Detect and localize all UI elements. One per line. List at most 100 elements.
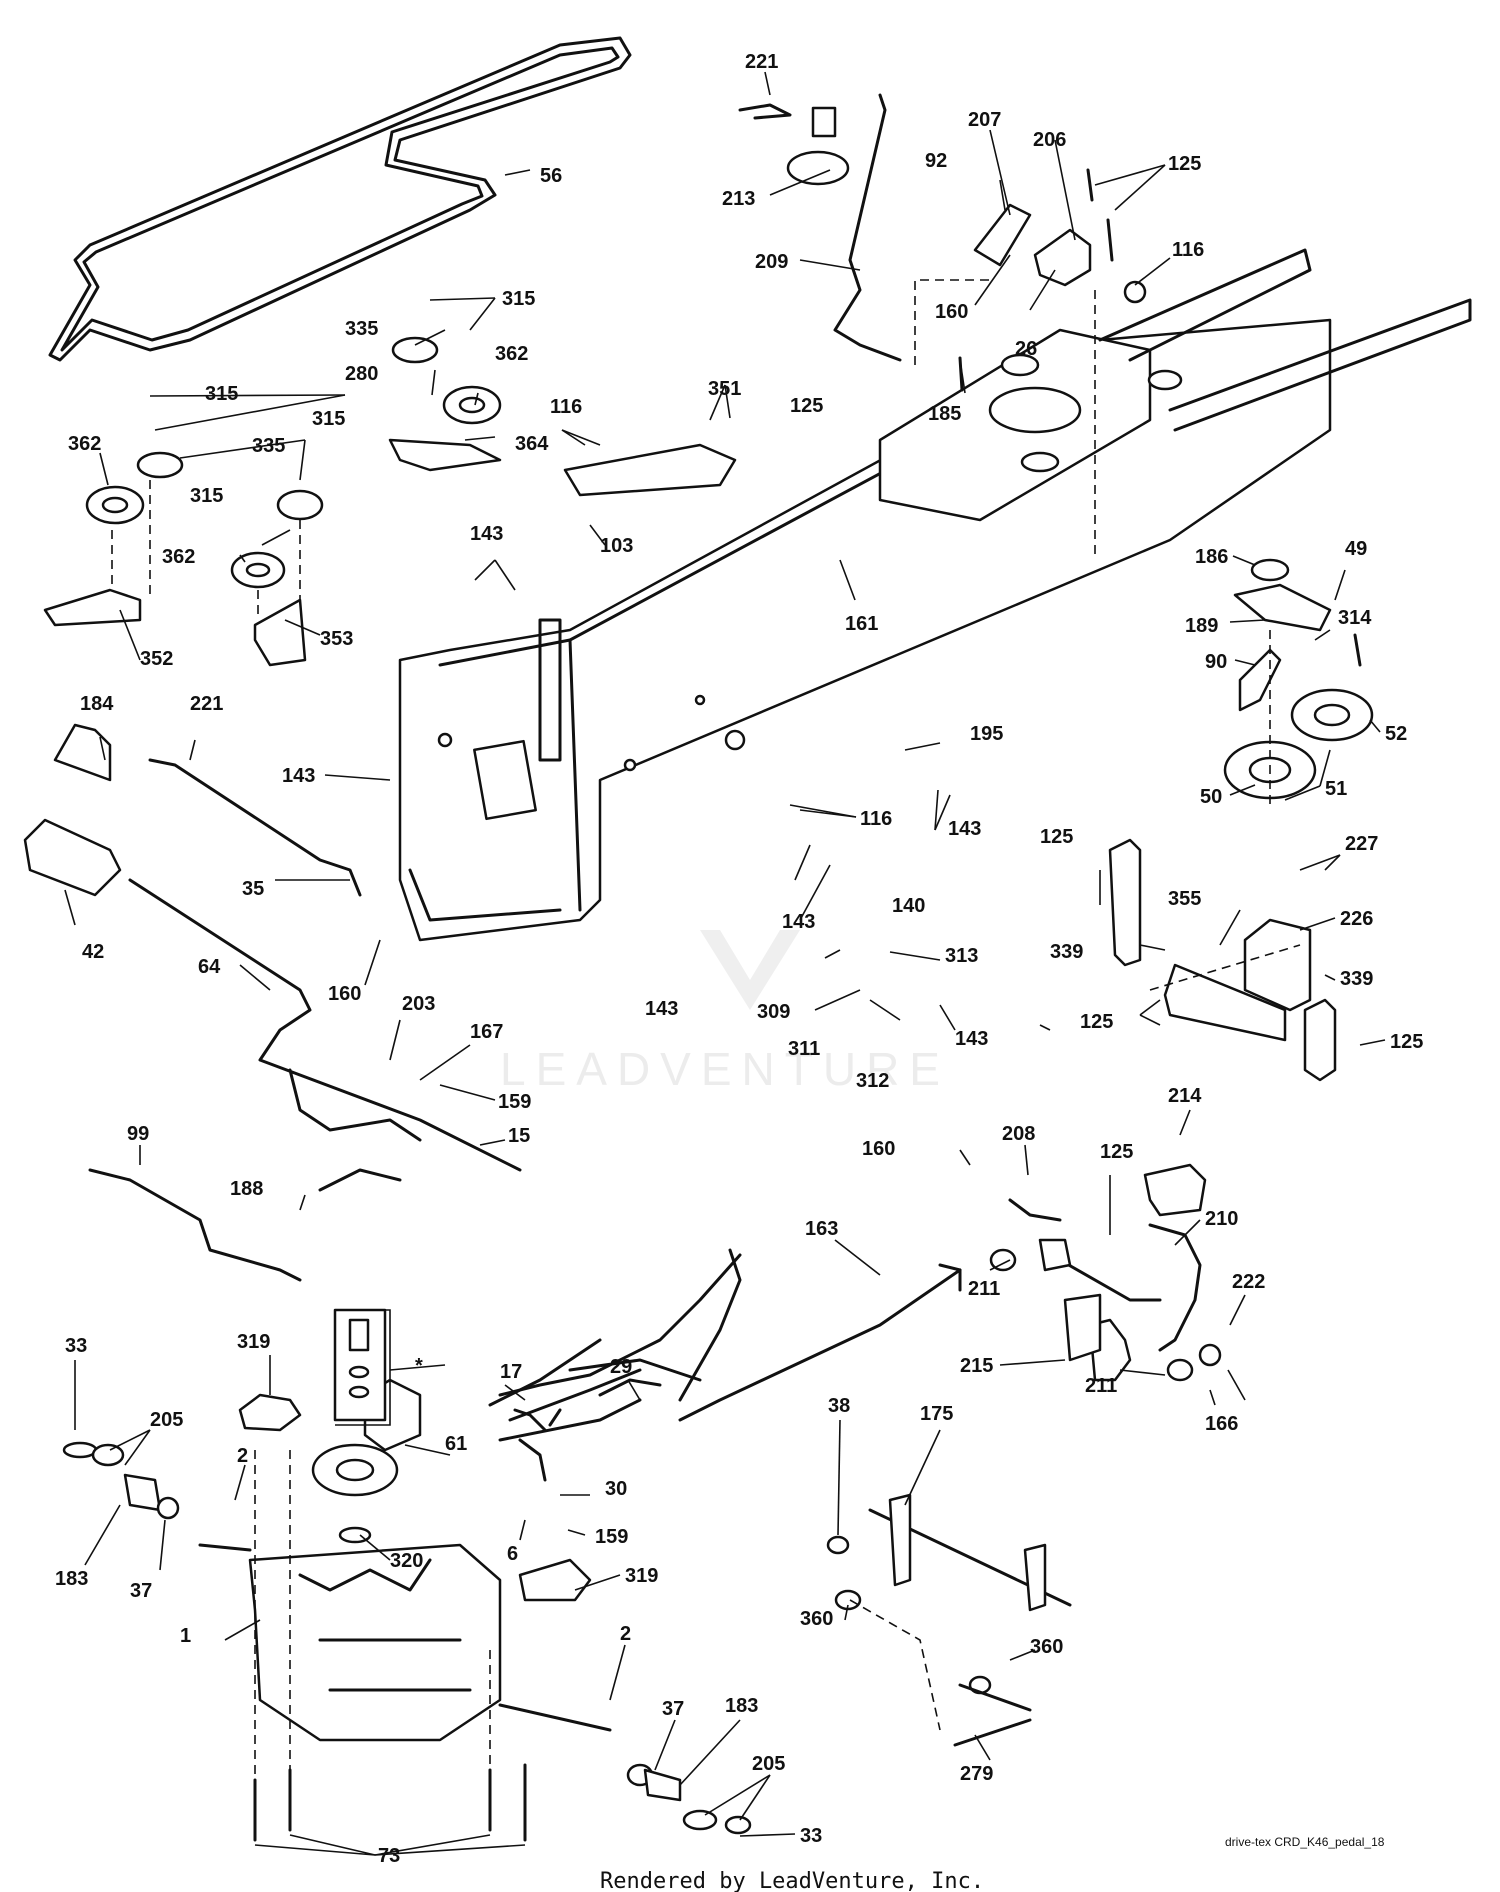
callout-label: 360 <box>800 1608 833 1630</box>
callout-label: 211 <box>968 1278 1000 1300</box>
callout-label: 42 <box>82 941 104 963</box>
callout-label: 125 <box>1168 153 1201 175</box>
callout-label: 103 <box>600 535 633 557</box>
callout-label: 29 <box>610 1356 632 1378</box>
callout-label: 319 <box>237 1331 270 1353</box>
callout-label: 227 <box>1345 833 1378 855</box>
callout-label: 351 <box>708 378 741 400</box>
watermark-logo-icon <box>700 930 800 1010</box>
callout-label: 195 <box>970 723 1003 745</box>
callout-label: 52 <box>1385 723 1407 745</box>
top-linkage <box>738 93 1147 560</box>
idler-pulleys-left <box>43 336 737 667</box>
callout-label: 339 <box>1050 941 1083 963</box>
callout-label: 214 <box>1168 1085 1202 1107</box>
callout-label: 209 <box>755 251 788 273</box>
callout-label: 143 <box>645 998 678 1020</box>
callout-label: 221 <box>190 693 223 715</box>
callout-label: 140 <box>892 895 925 917</box>
pedal-assembly <box>678 1163 1222 1422</box>
callout-label: 362 <box>162 546 195 568</box>
callout-label: 51 <box>1325 778 1347 800</box>
callout-label: 221 <box>745 51 778 73</box>
callout-label: 208 <box>1002 1123 1035 1145</box>
callout-label: 309 <box>757 1001 790 1023</box>
callout-label: 315 <box>205 383 238 405</box>
callout-label: 160 <box>935 301 968 323</box>
main-frame <box>398 248 1472 942</box>
callout-label: 311 <box>788 1038 820 1060</box>
callout-label: 339 <box>1340 968 1373 990</box>
callout-label: 37 <box>662 1698 684 1720</box>
front-bracket <box>1108 838 1337 1082</box>
callout-label: 335 <box>252 435 285 457</box>
callout-label: 315 <box>312 408 345 430</box>
callout-label: 315 <box>502 288 535 310</box>
callout-label: 99 <box>127 1123 149 1145</box>
watermark: LEADVENTURE <box>500 930 950 1095</box>
callout-label: 64 <box>198 956 221 978</box>
callout-label: 315 <box>190 485 223 507</box>
callout-label: 49 <box>1345 538 1367 560</box>
callout-label: 30 <box>605 1478 627 1500</box>
callout-label: * <box>415 1355 423 1377</box>
shift-linkage <box>23 723 522 1282</box>
callout-label: 35 <box>242 878 264 900</box>
callout-label: 352 <box>140 648 173 670</box>
callout-label: 56 <box>540 165 562 187</box>
callout-label: 73 <box>378 1845 400 1867</box>
parts-artwork <box>23 36 1472 1842</box>
callout-label: 183 <box>725 1695 758 1717</box>
callout-label: 205 <box>150 1409 183 1431</box>
callout-label: 125 <box>1040 826 1073 848</box>
callout-label: 90 <box>1205 651 1227 673</box>
callout-label: 125 <box>790 395 823 417</box>
callout-label: 364 <box>515 433 549 455</box>
callout-label: 61 <box>445 1433 467 1455</box>
callout-label: 167 <box>470 1021 503 1043</box>
drive-belt-56 <box>48 36 632 362</box>
rendered-by-credit: Rendered by LeadVenture, Inc. <box>600 1869 984 1892</box>
callout-label: 185 <box>928 403 961 425</box>
callout-label: 1 <box>180 1625 191 1647</box>
callout-label: 313 <box>945 945 978 967</box>
callout-label: 161 <box>845 613 878 635</box>
callout-label: 143 <box>948 818 981 840</box>
callout-label: 92 <box>925 150 947 172</box>
callout-label: 226 <box>1340 908 1373 930</box>
callout-label: 355 <box>1168 888 1201 910</box>
callout-label: 362 <box>68 433 101 455</box>
callout-label: 160 <box>328 983 361 1005</box>
callout-labels: 221 213 209 92 207 206 125 116 160 26 56… <box>55 51 1423 1867</box>
callout-label: 166 <box>1205 1413 1238 1435</box>
transaxle <box>62 1308 752 1842</box>
callout-label: 319 <box>625 1565 658 1587</box>
callout-label: 362 <box>495 343 528 365</box>
watermark-text: LEADVENTURE <box>500 1043 950 1095</box>
callout-label: 205 <box>752 1753 785 1775</box>
callout-label: 189 <box>1185 615 1218 637</box>
callout-label: 143 <box>470 523 503 545</box>
callout-label: 2 <box>237 1445 248 1467</box>
drawing-code: drive-tex CRD_K46_pedal_18 <box>1225 1835 1385 1849</box>
callout-label: 37 <box>130 1580 152 1602</box>
callout-label: 125 <box>1080 1011 1113 1033</box>
callout-label: 159 <box>595 1526 628 1548</box>
callout-label: 116 <box>1172 239 1204 261</box>
callout-label: 143 <box>955 1028 988 1050</box>
callout-label: 207 <box>968 109 1001 131</box>
callout-label: 203 <box>402 993 435 1015</box>
callout-label: 159 <box>498 1091 531 1113</box>
callout-label: 360 <box>1030 1636 1063 1658</box>
callout-label: 213 <box>722 188 755 210</box>
callout-label: 184 <box>80 693 114 715</box>
callout-label: 211 <box>1085 1375 1117 1397</box>
callout-label: 33 <box>800 1825 822 1847</box>
callout-label: 183 <box>55 1568 88 1590</box>
idler-pulleys-right <box>1223 558 1374 810</box>
callout-label: 215 <box>960 1355 993 1377</box>
callout-label: 116 <box>860 808 892 830</box>
callout-label: 312 <box>856 1070 889 1092</box>
callout-label: 17 <box>500 1361 522 1383</box>
callout-label: 280 <box>345 363 378 385</box>
